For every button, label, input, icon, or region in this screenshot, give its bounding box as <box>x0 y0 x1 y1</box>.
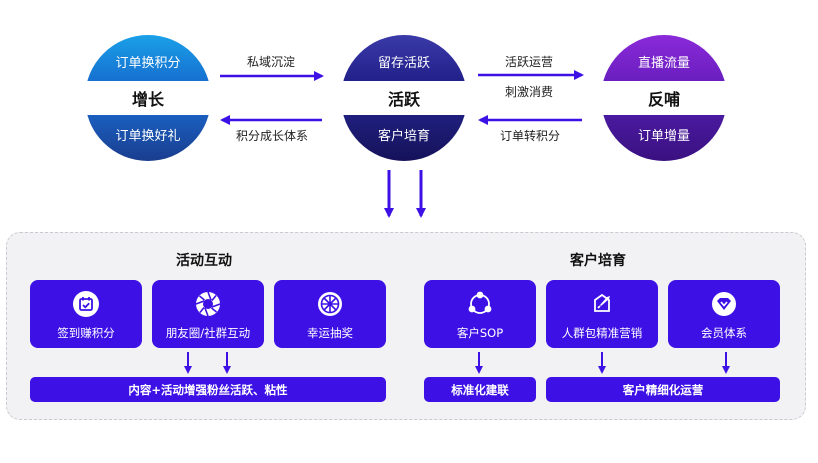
label-right-forward-top: 活跃运营 <box>505 55 554 69</box>
label-left-back: 积分成长体系 <box>236 129 309 143</box>
label-left-forward: 私域沉淀 <box>247 55 296 69</box>
rocket-icon <box>594 293 610 312</box>
share-nodes-icon <box>468 291 492 314</box>
label-right-back: 订单转积分 <box>500 129 561 143</box>
section-title-activity: 活动互动 <box>176 253 232 269</box>
card-membership-label: 会员体系 <box>701 326 747 340</box>
card-moments[interactable]: 朋友圈/社群互动 <box>152 280 264 348</box>
vip-badge-icon <box>712 292 736 316</box>
active-center-label: 活跃 <box>387 90 420 109</box>
card-sop[interactable]: 客户SOP <box>424 280 536 348</box>
aperture-icon <box>195 291 221 317</box>
card-precision-marketing[interactable]: 人群包精准营销 <box>546 280 658 348</box>
feedback-center-label: 反哺 <box>647 90 680 109</box>
feedback-bottom-label: 订单增量 <box>637 129 690 144</box>
card-checkin[interactable]: 签到赚积分 <box>30 280 142 348</box>
card-moments-label: 朋友圈/社群互动 <box>165 326 251 340</box>
card-lottery[interactable]: 幸运抽奖 <box>274 280 386 348</box>
growth-center-label: 增长 <box>131 90 164 109</box>
circle-feedback: 直播流量 反哺 订单增量 <box>601 35 727 161</box>
growth-top-label: 订单换积分 <box>115 56 181 71</box>
bar-fan-engagement: 内容+活动增强粉丝活跃、粘性 <box>30 377 386 402</box>
growth-bottom-label: 订单换好礼 <box>115 129 181 144</box>
feedback-top-label: 直播流量 <box>637 56 690 71</box>
card-sop-label: 客户SOP <box>456 326 504 340</box>
section-title-nurture: 客户培育 <box>570 253 626 269</box>
bar-refined-operation: 客户精细化运营 <box>546 377 780 402</box>
circle-active: 留存活跃 活跃 客户培育 <box>341 35 467 161</box>
active-top-label: 留存活跃 <box>377 56 430 71</box>
circle-growth: 订单换积分 增长 订单换好礼 <box>85 35 211 161</box>
card-precision-marketing-label: 人群包精准营销 <box>561 326 643 340</box>
card-membership[interactable]: 会员体系 <box>668 280 780 348</box>
active-bottom-label: 客户培育 <box>377 129 430 144</box>
label-right-forward-bottom: 刺激消费 <box>505 85 554 99</box>
card-lottery-label: 幸运抽奖 <box>307 326 353 340</box>
calendar-check-icon <box>73 291 99 317</box>
bar-standard-contact: 标准化建联 <box>424 377 536 402</box>
card-checkin-label: 签到赚积分 <box>57 326 115 340</box>
wheel-icon <box>318 292 342 316</box>
